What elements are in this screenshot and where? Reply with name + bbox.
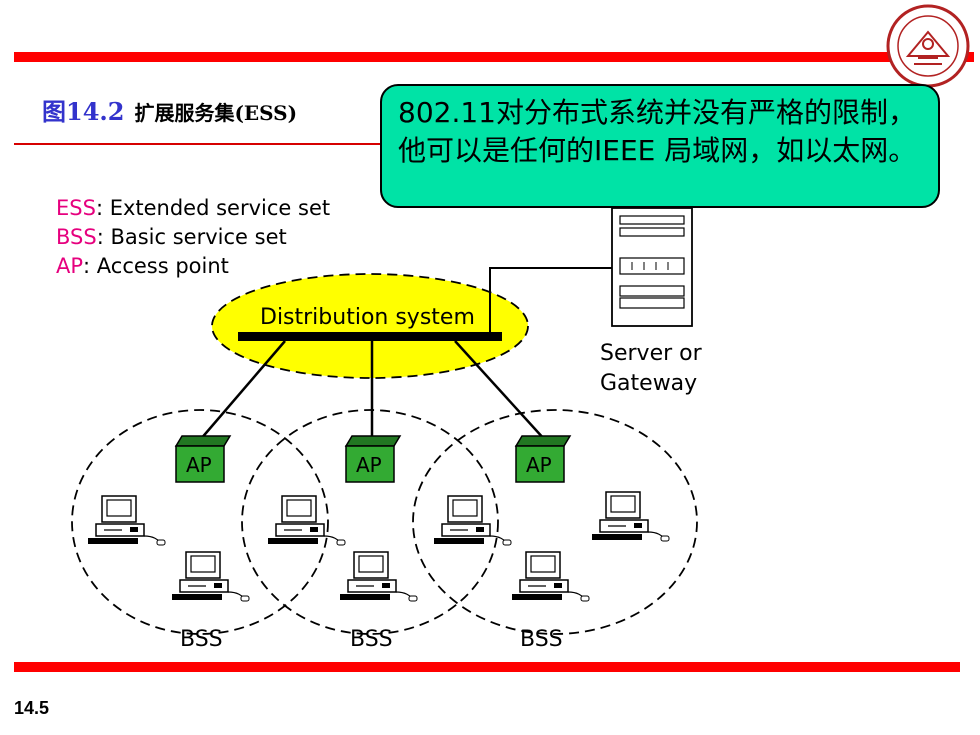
bss-circle-middle <box>241 409 499 635</box>
ap-label: AP <box>186 453 212 477</box>
legend-item-ap: AP: Access point <box>56 254 229 278</box>
station-computer-icon <box>87 495 166 546</box>
title-underline <box>14 143 484 145</box>
server-label-line2: Gateway <box>600 371 697 396</box>
page-number: 14.5 <box>14 698 50 718</box>
callout-note: 802.11对分布式系统并没有严格的限制，他可以是任何的IEEE 局域网，如以太… <box>380 84 940 208</box>
legend-item-ess: ESS: Extended service set <box>56 196 331 220</box>
station-computer-icon <box>591 491 670 542</box>
figure-number: 图14.2 <box>42 97 125 126</box>
station-computer-icon <box>433 495 512 546</box>
access-point-middle: AP <box>344 435 402 483</box>
distribution-bus <box>238 332 502 341</box>
legend: ESS: Extended service set BSS: Basic ser… <box>56 194 330 281</box>
top-divider <box>14 52 974 62</box>
bss-label-middle: BSS <box>350 627 393 652</box>
bottom-divider <box>14 662 960 672</box>
station-computer-icon <box>339 551 418 602</box>
access-point-right: AP <box>514 435 572 483</box>
ap-label: AP <box>526 453 552 477</box>
station-computer-icon <box>171 551 250 602</box>
figure-caption: 扩展服务集(ESS) <box>134 101 298 125</box>
server-label-line1: Server or <box>600 341 703 366</box>
station-computer-icon <box>267 495 346 546</box>
bss-label-left: BSS <box>180 627 223 652</box>
bss-label-right: BSS <box>520 627 563 652</box>
distribution-system-ellipse <box>211 273 529 379</box>
access-point-left: AP <box>174 435 232 483</box>
ap-label: AP <box>356 453 382 477</box>
legend-item-bss: BSS: Basic service set <box>56 225 287 249</box>
server-icon <box>611 207 693 327</box>
bss-circle-right <box>412 409 698 635</box>
station-computer-icon <box>511 551 590 602</box>
distribution-system-label: Distribution system <box>260 305 475 330</box>
bss-circle-left <box>71 409 329 635</box>
figure-title: 图14.2 扩展服务集(ESS) <box>42 92 297 127</box>
